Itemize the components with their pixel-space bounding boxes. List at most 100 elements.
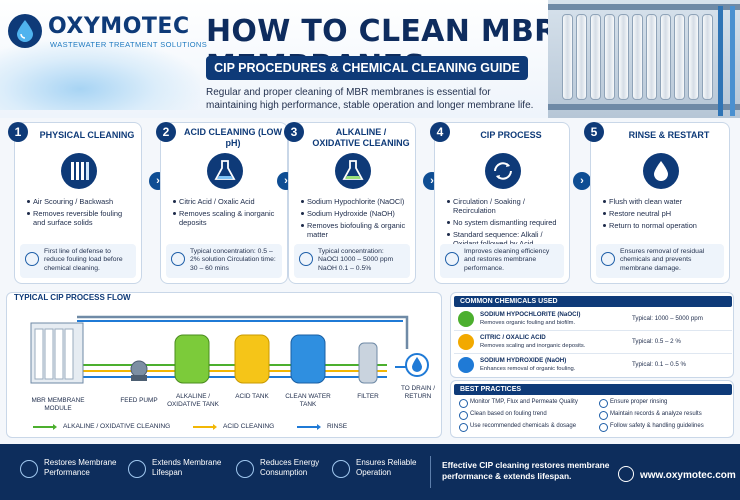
legend-alkaline: ALKALINE / OXIDATIVE CLEANING: [63, 423, 171, 430]
flow-label: MBR MEMBRANE MODULE: [31, 397, 85, 412]
step-card-cip: CIP PROCESS Circulation / Soaking / Reci…: [434, 122, 570, 284]
step-number: 5: [584, 122, 604, 142]
cip-flow-diagram: [30, 315, 429, 430]
flask-icon: [207, 153, 243, 189]
footer-message: Effective CIP cleaning restores membrane…: [442, 460, 610, 481]
legend-acid: ACID CLEANING: [223, 423, 275, 430]
list-item: Return to normal operation: [603, 221, 723, 230]
flask-icon: [458, 334, 474, 350]
list-item: Removes scaling & inorganic deposits: [173, 209, 281, 227]
membrane-modules-icon: [61, 153, 97, 189]
flow-label: CLEAN WATER TANK: [285, 393, 331, 408]
lightbulb-icon: [25, 252, 39, 266]
flow-title: TYPICAL CIP PROCESS FLOW: [14, 293, 131, 302]
footer: [0, 444, 740, 500]
step-card-alkaline: ALKALINE / OXIDATIVE CLEANING Sodium Hyp…: [288, 122, 416, 284]
step-note: Typical concentration: 0.5 – 2% solution…: [166, 244, 282, 278]
flow-label: FILTER: [357, 393, 379, 400]
chemical-typical: Typical: 0.1 – 0.5 %: [632, 361, 686, 368]
step-title: RINSE & RESTART: [628, 130, 710, 140]
practice-item: Use recommended chemicals & dosage: [459, 423, 576, 432]
benefit-item: Ensures Reliable Operation: [332, 458, 428, 478]
practice-item: Follow safety & handling guidelines: [599, 423, 704, 432]
step-card-rinse: RINSE & RESTART Flush with clean water R…: [590, 122, 730, 284]
intro-text: Regular and proper cleaning of MBR membr…: [206, 87, 534, 111]
step-bullets: Air Scouring / Backwash Removes reversib…: [27, 197, 135, 230]
recirculation-icon: [485, 153, 521, 189]
benefit-item: Reduces Energy Consumption: [236, 458, 332, 478]
chemical-desc: Enhances removal of organic fouling.: [480, 366, 576, 372]
step-note: Typical concentration: NaOCl 1000 – 5000…: [294, 244, 410, 278]
chemical-row: CITRIC / OXALIC ACID Removes scaling and…: [454, 331, 732, 354]
list-item: Restore neutral pH: [603, 209, 723, 218]
step-number: 4: [430, 122, 450, 142]
list-item: Sodium Hypochlorite (NaOCl): [301, 197, 409, 206]
gear-icon: [20, 460, 38, 478]
brand-tagline: WASTEWATER TREATMENT SOLUTIONS: [50, 40, 208, 49]
step-note: Ensures removal of residual chemicals an…: [596, 244, 724, 278]
membrane-plant-image: [548, 0, 740, 118]
step-note: Improves cleaning efficiency and restore…: [440, 244, 564, 278]
practice-item: Ensure proper rinsing: [599, 399, 667, 408]
chemicals-title: COMMON CHEMICALS USED: [454, 296, 732, 307]
practices-title: BEST PRACTICES: [454, 384, 732, 395]
flow-label: FEED PUMP: [120, 397, 158, 404]
chemical-desc: Removes organic fouling and biofilm.: [480, 320, 576, 326]
note-text: Improves cleaning efficiency and restore…: [464, 248, 550, 272]
flask-icon: [458, 311, 474, 327]
lightbulb-icon: [171, 252, 185, 266]
lightning-icon: [236, 460, 254, 478]
legend-rinse: RINSE: [327, 423, 348, 430]
list-item: Standard sequence: Alkali / Oxidant foll…: [447, 230, 563, 248]
check-circle-icon: [601, 252, 615, 266]
logo-drop-icon: [8, 14, 42, 48]
note-text: Typical concentration: 0.5 – 2% solution…: [190, 248, 276, 272]
list-item: Flush with clean water: [603, 197, 723, 206]
step-note: First line of defense to reduce fouling …: [20, 244, 136, 278]
benefit-item: Restores Membrane Performance: [20, 458, 120, 478]
step-card-physical: PHYSICAL CLEANING Air Scouring / Backwas…: [14, 122, 142, 284]
step-bullets: Sodium Hypochlorite (NaOCl) Sodium Hydro…: [301, 197, 409, 242]
chemical-name: SODIUM HYDROXIDE (NaOH): [480, 357, 567, 364]
water-drop-icon: [643, 153, 679, 189]
water-splash-image: [0, 40, 200, 110]
step-bullets: Circulation / Soaking / Recirculation No…: [447, 197, 563, 251]
list-item: Circulation / Soaking / Recirculation: [447, 197, 563, 215]
step-bullets: Flush with clean water Restore neutral p…: [603, 197, 723, 233]
step-number: 1: [8, 122, 28, 142]
shield-icon: [128, 460, 146, 478]
globe-icon: [618, 466, 634, 482]
step-title: PHYSICAL CLEANING: [39, 130, 135, 140]
flow-label: ACID TANK: [235, 393, 269, 400]
step-card-acid: ACID CLEANING (LOW pH) Citric Acid / Oxa…: [160, 122, 288, 284]
chemical-desc: Removes scaling and inorganic deposits.: [480, 343, 586, 349]
flask-icon: [458, 357, 474, 373]
chemical-row: SODIUM HYDROXIDE (NaOH) Enhances removal…: [454, 354, 732, 377]
practice-item: Clean based on fouling trend: [459, 411, 547, 420]
list-item: Removes biofouling & organic matter: [301, 221, 409, 239]
lightbulb-icon: [299, 252, 313, 266]
step-title: CIP PROCESS: [480, 130, 542, 140]
flow-label: ALKALINE / OXIDATIVE TANK: [167, 393, 219, 408]
flow-label: TO DRAIN / RETURN: [401, 385, 435, 400]
cip-flow-panel: MBR MEMBRANE MODULE FEED PUMP ALKALINE /…: [6, 292, 442, 438]
benefit-label: Extends Membrane Lifespan: [152, 458, 222, 477]
practice-item: Monitor TMP, Flux and Permeate Quality: [459, 399, 578, 408]
website-link[interactable]: www.oxymotec.com: [640, 470, 736, 481]
benefit-label: Reduces Energy Consumption: [260, 458, 320, 477]
best-practices-panel: BEST PRACTICES Monitor TMP, Flux and Per…: [450, 380, 734, 438]
benefit-label: Ensures Reliable Operation: [356, 458, 417, 477]
benefit-label: Restores Membrane Performance: [44, 458, 117, 477]
chemicals-panel: COMMON CHEMICALS USED SODIUM HYPOCHLORIT…: [450, 292, 734, 378]
chemical-typical: Typical: 1000 – 5000 ppm: [632, 315, 703, 322]
brand-name: OXYMOTEC: [48, 14, 190, 39]
step-title: ALKALINE / OXIDATIVE CLEANING: [312, 127, 410, 148]
footer-divider: [430, 456, 431, 488]
note-text: First line of defense to reduce fouling …: [44, 248, 123, 272]
page-subtitle: CIP PROCEDURES & CHEMICAL CLEANING GUIDE: [206, 56, 528, 80]
note-text: Ensures removal of residual chemicals an…: [620, 248, 705, 272]
settings-icon: [332, 460, 350, 478]
step-bullets: Citric Acid / Oxalic Acid Removes scalin…: [173, 197, 281, 230]
practice-item: Maintain records & analyze results: [599, 411, 702, 420]
chemical-row: SODIUM HYPOCHLORITE (NaOCl) Removes orga…: [454, 308, 732, 331]
